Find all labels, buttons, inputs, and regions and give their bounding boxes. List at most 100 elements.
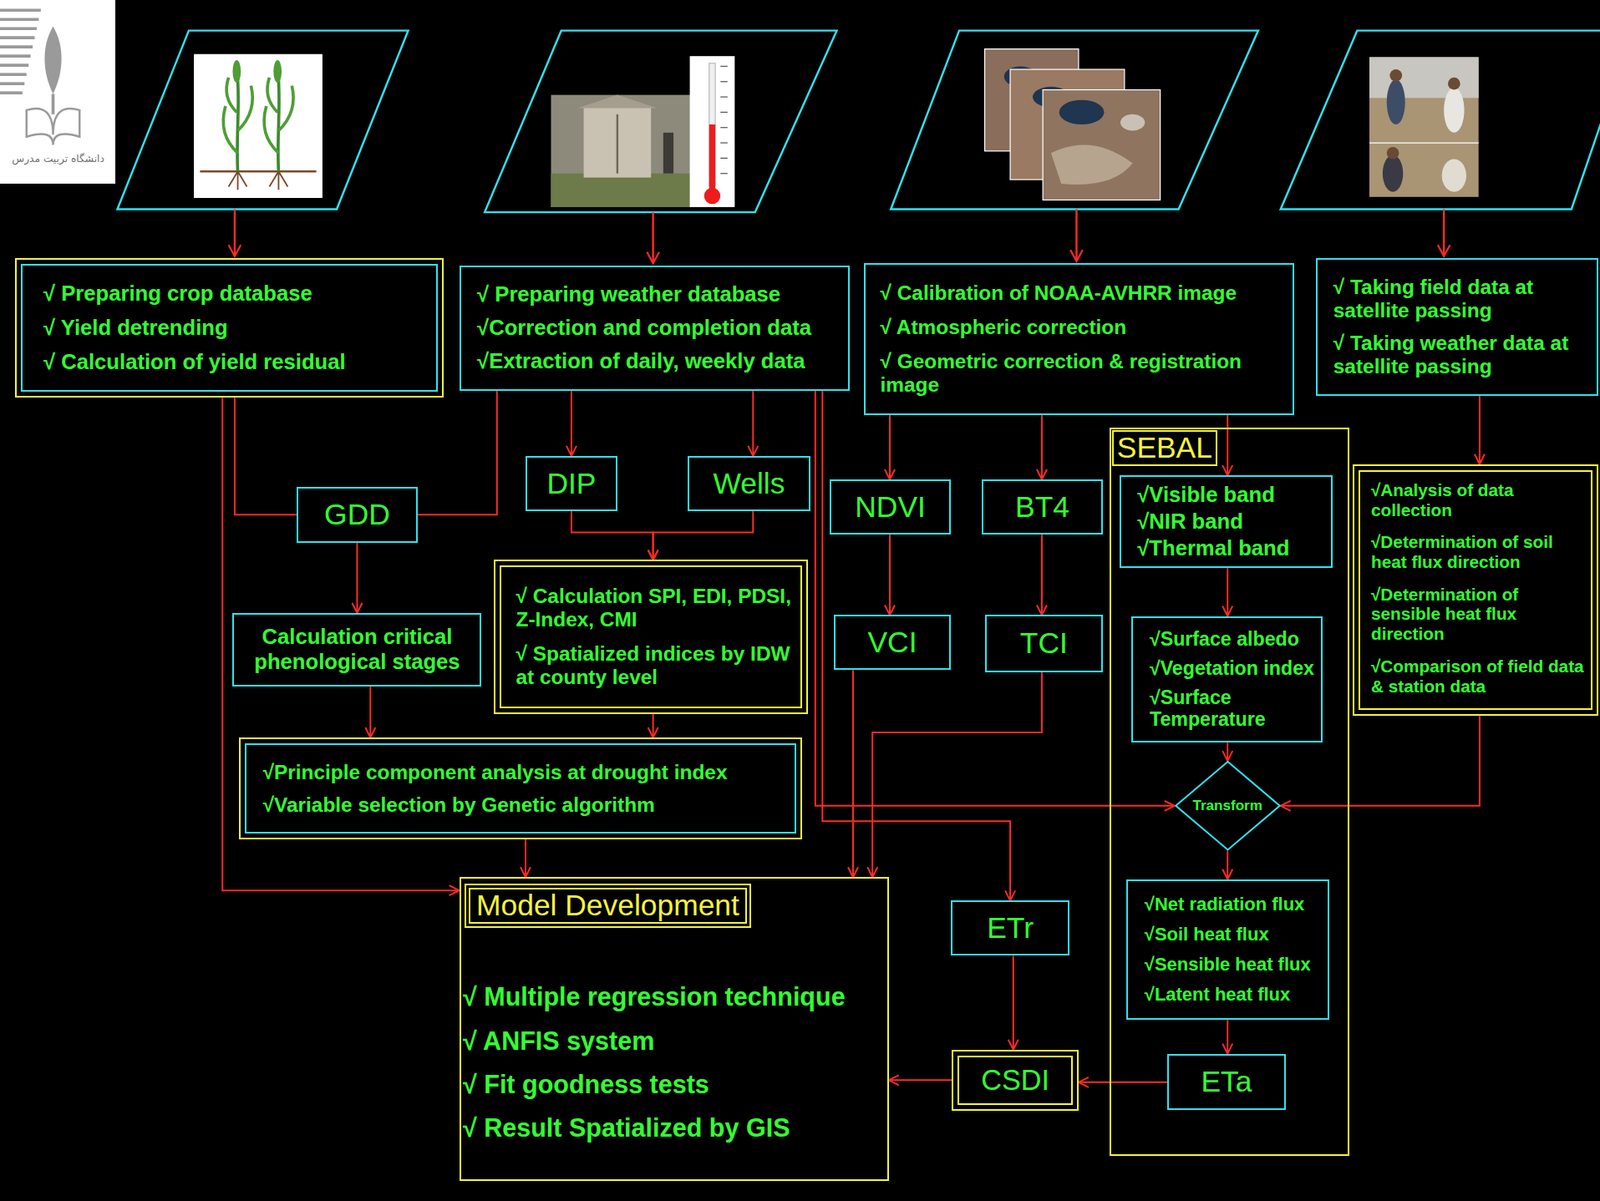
connector xyxy=(751,391,754,457)
node-text: √Visible band xyxy=(1137,482,1325,508)
process-box: √ Calibration of NOAA-AVHRR image √ Atmos… xyxy=(863,263,1294,416)
university-logo xyxy=(0,10,41,93)
connector xyxy=(888,415,891,480)
connector xyxy=(1226,568,1229,616)
input-arrow xyxy=(234,208,1444,264)
wheat-picture xyxy=(236,67,239,173)
input-arrow xyxy=(651,212,654,264)
index-box: NDVI xyxy=(829,479,951,535)
weather-station-picture xyxy=(551,95,691,208)
input-parallelogram xyxy=(484,30,837,213)
node-text: √ Calculation SPI, EDI, PDSI, Z-Index, C… xyxy=(516,584,795,632)
connector xyxy=(1041,534,1043,616)
connector xyxy=(822,391,1011,902)
node-text: NDVI xyxy=(854,490,926,525)
field-work-photo xyxy=(1369,142,1479,143)
connector xyxy=(1226,851,1229,880)
node-text: √NIR band xyxy=(1137,509,1325,534)
weather-station-picture xyxy=(720,81,728,82)
process-box: √Surface albedo√Vegetation index√Surface… xyxy=(1131,616,1322,743)
node-text: √Determination of sensible heat flux dir… xyxy=(1371,584,1586,646)
index-box: DIP xyxy=(525,456,618,512)
process-box: √ Taking field data at satellite passing… xyxy=(1315,258,1598,397)
input-parallelogram xyxy=(1280,30,1600,210)
input-parallelogram xyxy=(890,30,1259,210)
university-logo xyxy=(0,54,31,58)
node-text: √ Atmospheric correction xyxy=(880,315,1285,340)
node-text: √ Geometric correction & registration im… xyxy=(880,350,1285,397)
connector xyxy=(1078,1081,1168,1084)
satellite-image-stack xyxy=(1051,144,1133,184)
group-frame: SEBAL √Visible band√NIR band√Thermal band… xyxy=(1109,427,1350,1157)
university-logo xyxy=(44,26,61,95)
node-text: √ Result Spatialized by GIS xyxy=(462,1113,881,1143)
process-box: √ Preparing crop database √ Yield detrend… xyxy=(15,258,444,398)
heading-text: SEBAL xyxy=(1112,430,1218,467)
satellite-image-stack xyxy=(1059,100,1105,125)
weather-station-picture xyxy=(584,106,652,178)
process-box: √Principle component analysis at drought… xyxy=(238,737,803,840)
wheat-picture xyxy=(232,60,241,83)
heading-text: Model Development xyxy=(464,883,752,929)
connector xyxy=(355,543,358,614)
input-parallelogram xyxy=(116,30,1600,213)
node-text: √Net radiation flux xyxy=(1144,893,1322,915)
university-logo xyxy=(0,35,36,40)
node-text: √Surface Temperature xyxy=(1149,686,1316,732)
connector xyxy=(570,391,573,457)
university-logo xyxy=(0,63,29,67)
wheat-picture xyxy=(199,170,316,173)
connector xyxy=(852,670,854,878)
university-logo xyxy=(0,91,23,95)
node-text: √Comparison of field data & station data xyxy=(1371,656,1586,697)
node-text: ETr xyxy=(986,911,1034,946)
node-text: VCI xyxy=(868,625,918,661)
process-box: √ Calculation SPI, EDI, PDSI, Z-Index, C… xyxy=(493,559,808,714)
connector xyxy=(571,511,654,561)
weather-station-picture xyxy=(663,132,674,174)
weather-station-picture xyxy=(704,187,722,205)
node-text: √ Calibration of NOAA-AVHRR image xyxy=(880,281,1285,305)
wheat-picture xyxy=(228,171,289,190)
university-logo xyxy=(0,0,116,184)
input-arrow xyxy=(1075,208,1077,261)
satellite-image-stack xyxy=(985,49,1161,201)
node-text: √Extraction of daily, weekly data xyxy=(477,349,840,374)
node-text: √ Calculation of yield residual xyxy=(43,350,431,375)
node-text: √ Yield detrending xyxy=(43,315,431,341)
node-text: √ Preparing crop database xyxy=(43,281,431,306)
field-work-photo xyxy=(1389,69,1402,82)
university-logo xyxy=(0,81,25,86)
index-box: TCI xyxy=(985,614,1104,672)
wheat-picture xyxy=(277,67,280,173)
node-text: √Sensible heat flux xyxy=(1144,954,1322,976)
field-work-photo xyxy=(1442,159,1467,193)
node-text: √Correction and completion data xyxy=(477,315,840,341)
field-work-photo xyxy=(1369,56,1479,197)
weather-station-picture xyxy=(720,157,728,159)
connector xyxy=(872,672,1042,878)
node-text: √ ANFIS system xyxy=(462,1026,881,1057)
index-box: ETr xyxy=(950,900,1070,956)
model-frame: Model Development √ Multiple regression t… xyxy=(459,877,889,1182)
node-text: CSDI xyxy=(980,1064,1050,1098)
field-work-photo xyxy=(1443,87,1464,133)
field-work-photo xyxy=(1386,79,1406,125)
connector xyxy=(417,391,498,515)
weather-station-picture xyxy=(551,55,736,208)
field-work-photo xyxy=(1369,56,1479,98)
node-text: Wells xyxy=(712,467,785,502)
satellite-image-stack xyxy=(1120,114,1145,132)
input-arrow xyxy=(233,208,236,256)
node-text: √ Multiple regression technique xyxy=(462,982,881,1012)
node-text: √ Preparing weather database xyxy=(477,282,840,307)
node-text: √Principle component analysis at drought… xyxy=(263,761,789,785)
connector xyxy=(888,534,891,616)
index-box: Wells xyxy=(687,456,811,512)
satellite-image-stack xyxy=(1042,90,1160,201)
field-work-photo xyxy=(1382,155,1403,193)
node-text: √Thermal band xyxy=(1137,536,1325,561)
node-text: √ Taking field data at satellite passing xyxy=(1333,275,1590,323)
